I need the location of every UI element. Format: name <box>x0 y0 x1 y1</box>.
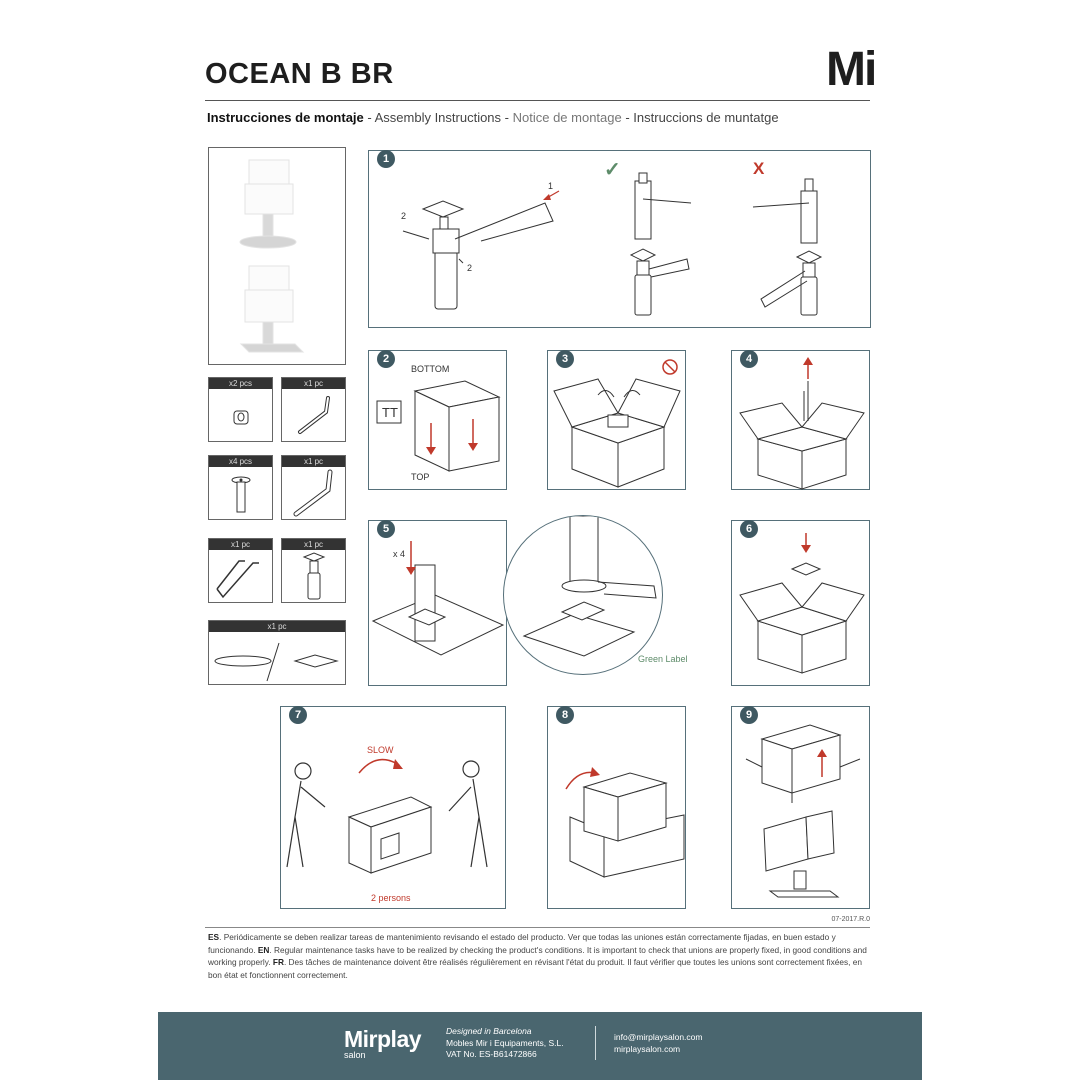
part-allen-key-large: x1 pc <box>281 455 346 520</box>
part-qty: x1 pc <box>282 378 345 389</box>
subtitle-ca: Instruccions de muntatge <box>633 110 779 125</box>
step-number-badge: 2 <box>377 350 395 368</box>
pump-icon <box>302 552 326 600</box>
part-allen-key-small: x1 pc <box>281 377 346 442</box>
part-base: x1 pc <box>208 620 346 685</box>
step-number-badge: 3 <box>556 350 574 368</box>
subtitle-fr: Notice de montage <box>512 110 622 125</box>
part-qty: x4 pcs <box>209 456 272 467</box>
top-label: TOP <box>411 472 430 482</box>
brand-logo: Mi <box>826 43 877 96</box>
subtitle-es: Instrucciones de montaje <box>207 110 364 125</box>
green-label-callout: Green Label <box>638 654 688 664</box>
step-number-badge: 5 <box>377 520 395 538</box>
part-qty: x1 pc <box>209 539 272 550</box>
step-number-badge: 7 <box>289 706 307 724</box>
website-link[interactable]: mirplaysalon.com <box>614 1044 681 1054</box>
step-2-panel: TT 2 BOTTOM TOP <box>368 350 507 490</box>
footer-brand-sub: salon <box>344 1050 366 1060</box>
step-1-panel: 1 ✓ X 1 2 2 <box>368 150 871 328</box>
persons-label: 2 persons <box>371 893 411 903</box>
contact-info: info@mirplaysalon.com mirplaysalon.com <box>614 1031 702 1055</box>
header-rule <box>205 100 870 101</box>
part-qty: x1 pc <box>282 539 345 550</box>
part-bolt: x4 pcs <box>208 455 273 520</box>
step-number-badge: 1 <box>377 150 395 168</box>
footer-banner: Mirplay salon Designed in Barcelona Mobl… <box>158 1012 922 1080</box>
callout-1: 1 <box>548 181 554 191</box>
part-qty: x2 pcs <box>209 378 272 389</box>
bolt-base-illustration <box>371 541 505 656</box>
incorrect-cross-icon: X <box>753 159 765 178</box>
step-3-panel: 3 <box>547 350 686 490</box>
subtitle-en: Assembly Instructions <box>374 110 502 125</box>
maintenance-notes: ES. Periódicamente se deben realizar tar… <box>208 932 867 981</box>
footer-brand-logo: Mirplay <box>344 1026 422 1052</box>
open-box-illustration <box>553 359 681 488</box>
flip-box-illustration <box>565 767 685 878</box>
base-plate-detail <box>522 516 657 657</box>
slow-label: SLOW <box>367 745 394 755</box>
allen-key-icon <box>293 469 333 517</box>
step-8-panel: 8 <box>547 706 686 909</box>
chair-illustration <box>239 159 305 353</box>
box-flip-illustration: TT <box>376 380 501 472</box>
lift-box-off-chair-illustration <box>745 724 861 898</box>
svg-text:TT: TT <box>382 405 398 420</box>
part-hydraulic-pump: x1 pc <box>281 538 346 603</box>
step-number-badge: 4 <box>740 350 758 368</box>
callout-2: 2 <box>467 263 473 273</box>
bottom-label: BOTTOM <box>411 364 450 374</box>
company-info: Designed in Barcelona Mobles Mir i Equip… <box>446 1026 564 1059</box>
part-qty: x1 pc <box>209 621 345 632</box>
two-person-lift-illustration <box>286 758 488 874</box>
step-number-badge: 6 <box>740 520 758 538</box>
part-qty: x1 pc <box>282 456 345 467</box>
footer-divider <box>595 1026 596 1060</box>
step-9-panel: 9 <box>731 706 870 909</box>
step-number-badge: 8 <box>556 706 574 724</box>
chair-preview-panel <box>208 147 346 365</box>
step-1-illustration <box>402 172 823 316</box>
screw-cap-icon <box>233 410 249 425</box>
footrest-icon <box>216 560 259 599</box>
callout-2: 2 <box>401 211 407 221</box>
version-code: 07-2017.R.0 <box>831 916 870 923</box>
email-link[interactable]: info@mirplaysalon.com <box>614 1032 703 1042</box>
no-tool-icon <box>662 359 678 375</box>
base-icon <box>214 642 339 682</box>
quantity-label: x 4 <box>393 549 406 559</box>
part-screw-cap: x2 pcs <box>208 377 273 442</box>
step-4-panel: 4 <box>731 350 870 490</box>
correct-check-icon: ✓ <box>604 159 621 181</box>
step-6-panel: 6 <box>731 520 870 686</box>
step-5-detail-circle <box>503 515 663 675</box>
step-number-badge: 9 <box>740 706 758 724</box>
notes-rule <box>205 927 870 928</box>
page-title: OCEAN B BR <box>205 58 394 90</box>
subtitle: Instrucciones de montaje - Assembly Inst… <box>207 110 779 125</box>
allen-key-icon <box>298 396 330 434</box>
bolt-icon <box>231 476 251 513</box>
step-7-panel: 7 SLOW 2 persons <box>280 706 506 909</box>
part-footrest: x1 pc <box>208 538 273 603</box>
step-5-panel: 5 x 4 <box>368 520 507 686</box>
close-box-illustration <box>739 533 865 674</box>
lift-parts-illustration <box>739 357 865 490</box>
